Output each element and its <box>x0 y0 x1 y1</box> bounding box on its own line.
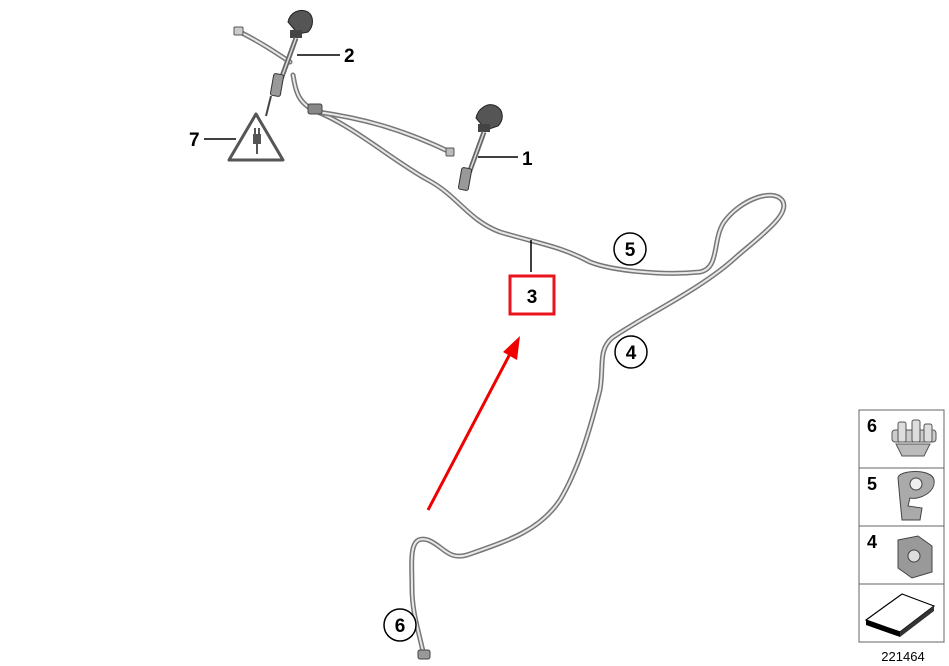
callout-2: 2 <box>344 46 355 67</box>
washer-nozzle-2-icon <box>265 9 313 117</box>
clip-5-icon <box>897 471 935 521</box>
upper-hose <box>233 26 293 65</box>
branch-hose <box>307 103 455 157</box>
callout-5: 5 <box>625 240 636 261</box>
main-hose <box>290 72 787 659</box>
direction-arrow-icon <box>864 593 936 637</box>
circled-callout-4: 4 <box>614 335 648 369</box>
callout-3: 3 <box>527 287 538 308</box>
clip-6-icon <box>891 419 937 457</box>
electrical-warning-icon <box>227 112 285 162</box>
legend-label-4: 4 <box>867 532 877 552</box>
callout-4: 4 <box>626 343 637 364</box>
circled-callout-5: 5 <box>613 232 647 266</box>
hose-end-connector <box>417 649 431 660</box>
legend-label-5: 5 <box>867 474 877 494</box>
red-arrow-icon <box>426 336 520 511</box>
callout-1: 1 <box>522 149 533 170</box>
legend-panel: 6 5 4 <box>858 409 945 643</box>
circled-callout-6: 6 <box>383 608 417 642</box>
callout-6: 6 <box>395 616 406 637</box>
clip-4-icon <box>897 535 933 579</box>
highlight-box <box>508 274 556 316</box>
legend-label-6: 6 <box>867 416 877 436</box>
reference-number: 221464 <box>881 649 924 664</box>
callout-7: 7 <box>189 130 200 151</box>
washer-nozzle-1-icon <box>457 104 503 191</box>
